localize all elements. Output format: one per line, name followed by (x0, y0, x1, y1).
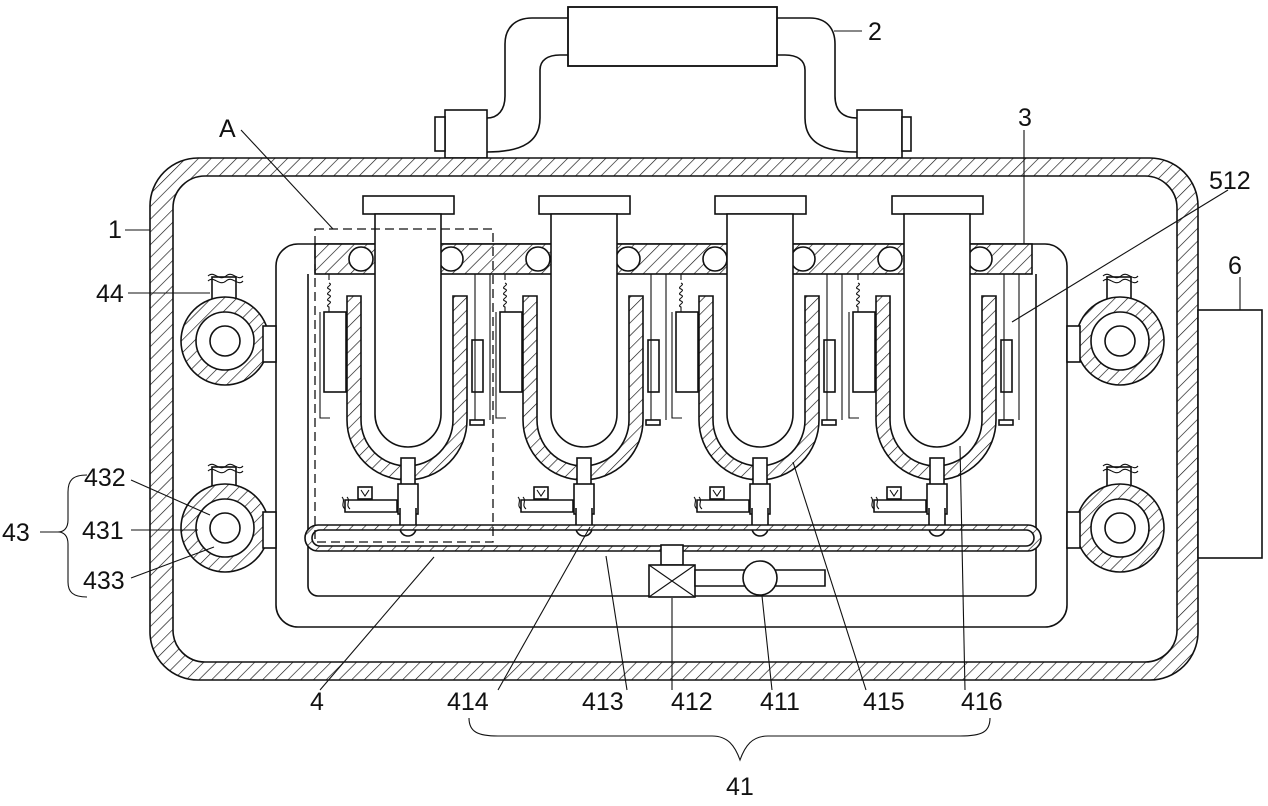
roller-left-bottom (180, 463, 277, 573)
top-handle-assembly (434, 6, 912, 159)
label-6: 6 (1228, 252, 1242, 280)
label-415: 415 (863, 688, 905, 716)
tube-unit (495, 195, 667, 537)
label-432: 432 (84, 464, 126, 492)
tube-unit (671, 195, 843, 537)
label-2: 2 (868, 18, 882, 46)
label-512: 512 (1209, 167, 1251, 195)
label-433: 433 (83, 567, 125, 595)
label-414: 414 (447, 688, 489, 716)
filter-block (567, 6, 778, 67)
label-44: 44 (96, 280, 124, 308)
labels: A 1 2 3 4 6 41 43 44 411 412 413 414 415… (2, 18, 1251, 801)
label-41: 41 (726, 773, 754, 801)
pump-411 (742, 560, 778, 596)
label-1: 1 (108, 216, 122, 244)
label-3: 3 (1018, 104, 1032, 132)
label-4: 4 (310, 688, 324, 716)
roller-left-top (180, 273, 277, 386)
label-416: 416 (961, 688, 1003, 716)
tube-unit (848, 195, 1020, 537)
label-431: 431 (82, 517, 124, 545)
valve-412 (648, 564, 696, 598)
detail-region-A (314, 228, 494, 543)
label-A: A (219, 115, 236, 143)
side-box-6 (1197, 309, 1263, 559)
leader-lines (40, 30, 1241, 762)
roller-right-bottom (1066, 463, 1165, 573)
label-411: 411 (760, 688, 800, 716)
outer-housing-wall (149, 157, 1199, 681)
collecting-pipe (304, 524, 1042, 552)
tube-unit (319, 195, 491, 537)
handle-mount-left (444, 109, 488, 159)
label-413: 413 (582, 688, 624, 716)
label-412: 412 (671, 688, 713, 716)
label-43: 43 (2, 519, 30, 547)
inner-frame (275, 243, 1068, 628)
handle-mount-right (856, 109, 903, 159)
roller-right-top (1066, 273, 1165, 386)
plate-balls (348, 246, 993, 272)
